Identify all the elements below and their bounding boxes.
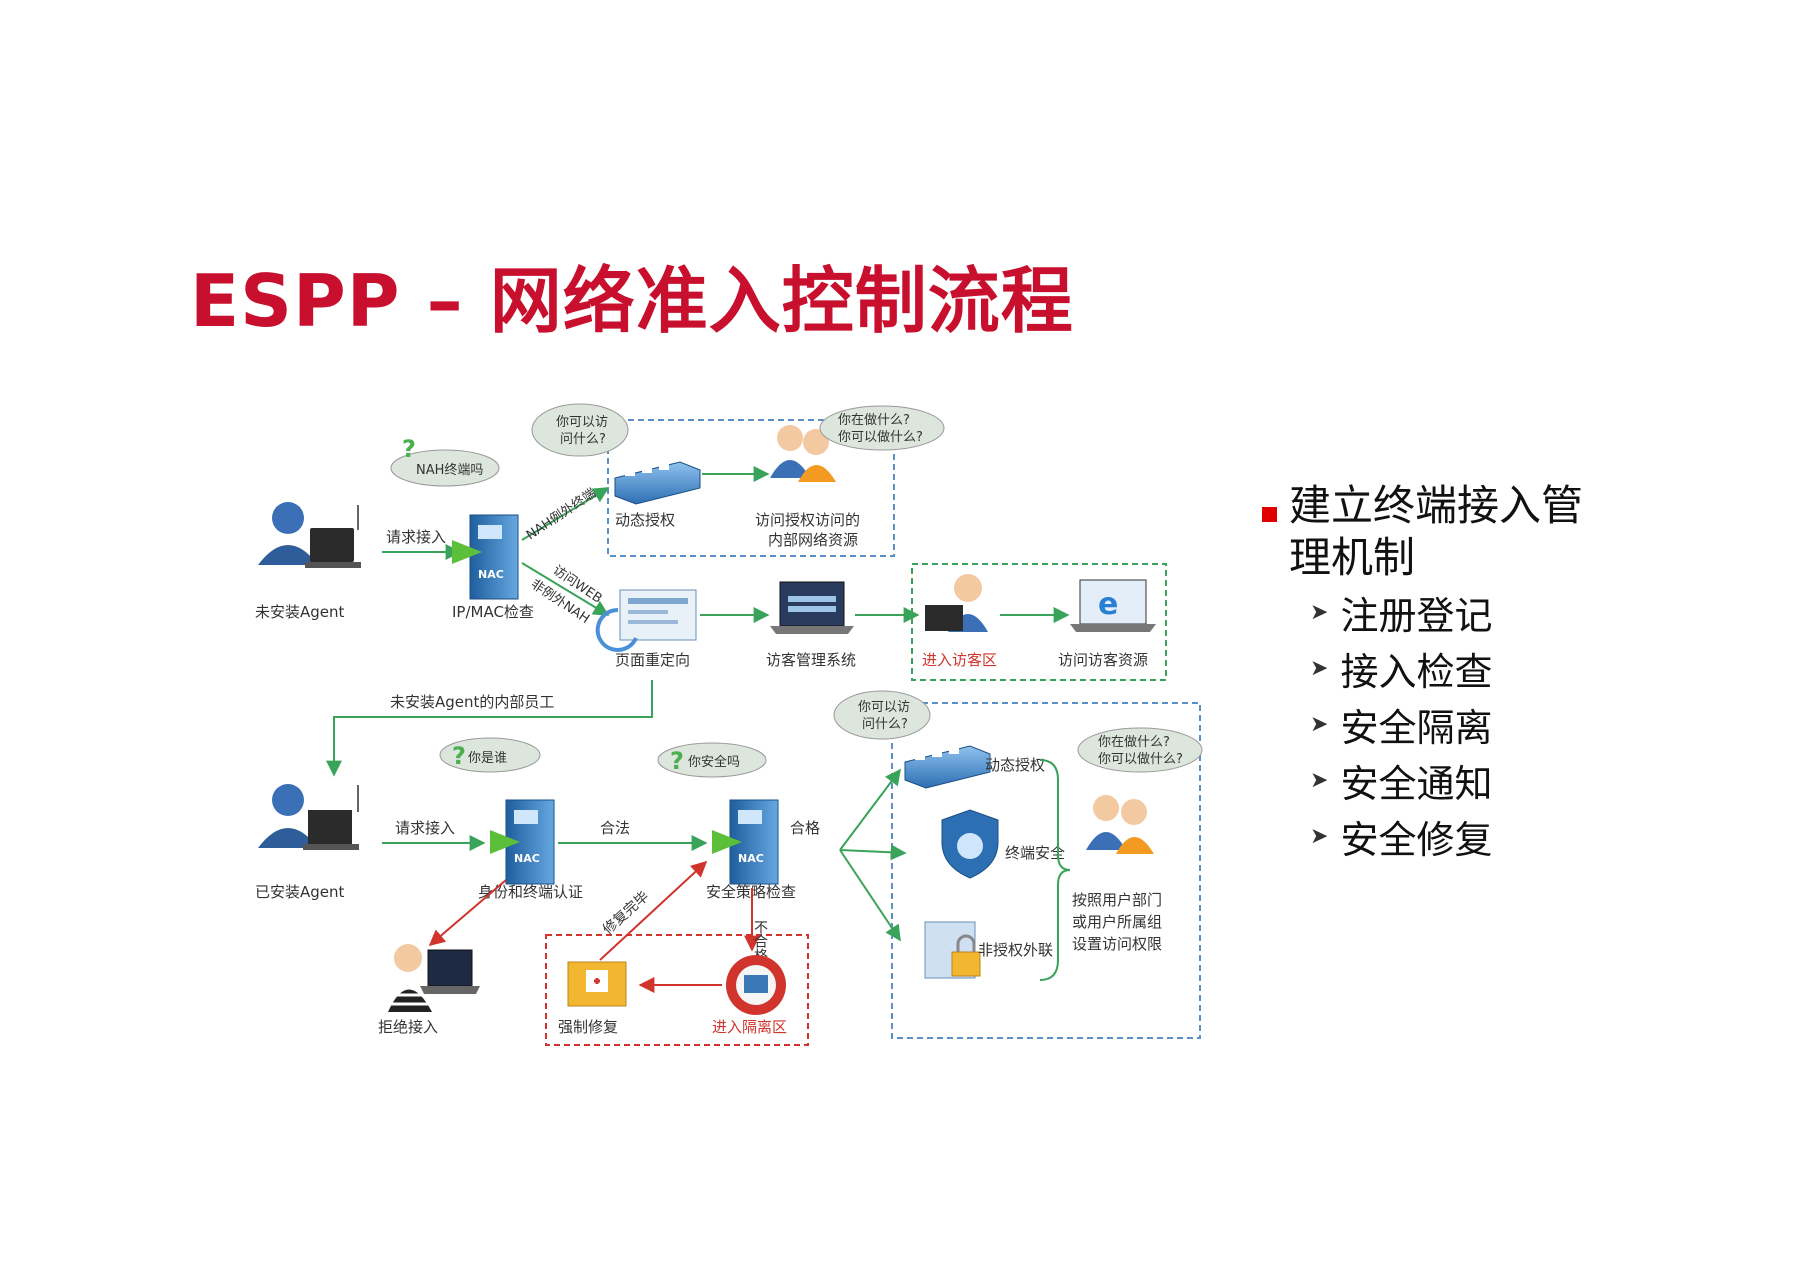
- bullet-list: 建立终端接入管理机制 ➤注册登记 ➤接入检查 ➤安全隔离 ➤安全通知 ➤安全修复: [1262, 480, 1782, 864]
- sub-bullet: ➤安全修复: [1310, 817, 1493, 862]
- sub-bullet: ➤接入检查: [1310, 649, 1493, 694]
- svg-text:你可以访: 你可以访: [556, 415, 608, 430]
- svg-text:你在做什么?: 你在做什么?: [1098, 735, 1170, 750]
- nac-device-icon-2: NAC: [490, 799, 555, 885]
- dynamic-auth-1-label: 动态授权: [615, 511, 675, 529]
- guest-zone-label: 进入访客区: [922, 651, 997, 669]
- user-with-agent-label: 已安装Agent: [255, 883, 345, 901]
- edge-internal-staff: 未安装Agent的内部员工: [390, 693, 554, 711]
- permission-line-3: 设置访问权限: [1072, 935, 1162, 953]
- page-title: ESPP – 网络准入控制流程: [190, 259, 1074, 343]
- switch-icon-1: [614, 461, 701, 505]
- bubble-safe: ? 你安全吗: [657, 742, 767, 778]
- quarantine-gear-icon: [726, 955, 786, 1015]
- guest-resource-label: 访问访客资源: [1058, 651, 1148, 669]
- red-square-icon: [1262, 507, 1277, 522]
- switch-icon-2: [904, 745, 991, 789]
- nac-device-icon-3: NAC: [712, 799, 779, 885]
- nac-device-icon-1: NAC: [452, 514, 519, 600]
- svg-text:e: e: [1098, 587, 1118, 622]
- guest-system-laptop-icon: [770, 581, 854, 634]
- svg-text:问什么?: 问什么?: [560, 432, 606, 447]
- chevron-right-icon: ➤: [1310, 823, 1329, 849]
- sub-bullet: ➤注册登记: [1310, 593, 1493, 638]
- terminal-security-label: 终端安全: [1005, 844, 1065, 862]
- svg-text:你安全吗: 你安全吗: [688, 754, 740, 770]
- bubble-access-1: 你可以访 问什么?: [531, 403, 629, 457]
- svg-text:你是谁: 你是谁: [468, 751, 507, 766]
- quarantine-label: 进入隔离区: [712, 1018, 787, 1036]
- svg-text:?: ?: [402, 435, 416, 463]
- dashed-box-dynamic-auth-bottom: [891, 702, 1201, 1039]
- svg-text:问什么?: 问什么?: [862, 717, 908, 732]
- web-redirect-icon: [595, 589, 697, 652]
- permission-line-2: 或用户所属组: [1072, 913, 1162, 931]
- user-no-agent-icon: [258, 502, 361, 568]
- rejected-user-icon: [388, 944, 480, 1012]
- svg-text:你在做什么?: 你在做什么?: [838, 413, 910, 428]
- permission-line-1: 按照用户部门: [1072, 891, 1162, 909]
- bubble-who: ? 你是谁: [439, 737, 541, 773]
- resource-1-label-a: 访问授权访问的: [755, 511, 860, 529]
- user-with-agent-icon: [258, 784, 359, 850]
- edge-legal: 合法: [600, 819, 630, 837]
- edge-fix-done: 修复完毕: [599, 888, 652, 938]
- reject-label: 拒绝接入: [378, 1018, 438, 1036]
- force-repair-toolbox-icon: [567, 961, 627, 1007]
- sub-bullet: ➤安全隔离: [1310, 705, 1493, 750]
- sub-bullet: ➤安全通知: [1310, 761, 1493, 806]
- edge-nah-exception: NAH例外终端: [523, 485, 599, 543]
- force-repair-label: 强制修复: [558, 1018, 618, 1036]
- svg-text:你可以做什么?: 你可以做什么?: [1098, 752, 1183, 767]
- chevron-right-icon: ➤: [1310, 599, 1329, 625]
- illegal-outbound-label: 非授权外联: [978, 941, 1053, 959]
- guest-user-icon: [925, 574, 988, 632]
- svg-text:NAC: NAC: [738, 852, 764, 865]
- browser-laptop-icon: e: [1070, 579, 1156, 632]
- guest-system-label: 访客管理系统: [766, 651, 856, 669]
- svg-text:你可以访: 你可以访: [858, 700, 910, 715]
- bubble-doing-1: 你在做什么? 你可以做什么?: [819, 405, 945, 451]
- chevron-right-icon: ➤: [1310, 655, 1329, 681]
- main-bullet-text: 建立终端接入管理机制: [1289, 481, 1584, 582]
- terminal-security-shield-icon: [941, 809, 999, 879]
- svg-text:你可以做什么?: 你可以做什么?: [838, 430, 923, 445]
- edge-request-2: 请求接入: [395, 819, 455, 837]
- svg-text:?: ?: [452, 742, 466, 770]
- dashed-box-quarantine: [545, 934, 809, 1046]
- svg-text:NAC: NAC: [478, 568, 504, 581]
- people-icon-1: [770, 425, 836, 482]
- svg-text:NAH终端吗: NAH终端吗: [416, 462, 483, 478]
- people-icon-2: [1086, 795, 1154, 854]
- chevron-right-icon: ➤: [1310, 767, 1329, 793]
- chevron-right-icon: ➤: [1310, 711, 1329, 737]
- bubble-access-2: 你可以访 问什么?: [833, 690, 931, 740]
- edge-fail: 不合格: [752, 920, 768, 962]
- illegal-outbound-lock-icon: [924, 921, 981, 979]
- dynamic-auth-2-label: 动态授权: [985, 756, 1045, 774]
- main-bullet: 建立终端接入管理机制: [1262, 480, 1782, 584]
- user-no-agent-label: 未安装Agent: [255, 603, 345, 621]
- resource-1-label-b: 内部网络资源: [768, 531, 858, 549]
- edge-pass: 合格: [790, 819, 820, 837]
- svg-text:NAC: NAC: [514, 852, 540, 865]
- edge-request-1: 请求接入: [386, 528, 446, 546]
- identity-auth-label: 身份和终端认证: [478, 883, 583, 901]
- bubble-nah: ? NAH终端吗: [390, 435, 500, 487]
- bubble-doing-2: 你在做什么? 你可以做什么?: [1077, 727, 1203, 773]
- redirect-label: 页面重定向: [615, 651, 690, 669]
- svg-text:?: ?: [670, 747, 684, 775]
- ipmac-label: IP/MAC检查: [452, 603, 534, 621]
